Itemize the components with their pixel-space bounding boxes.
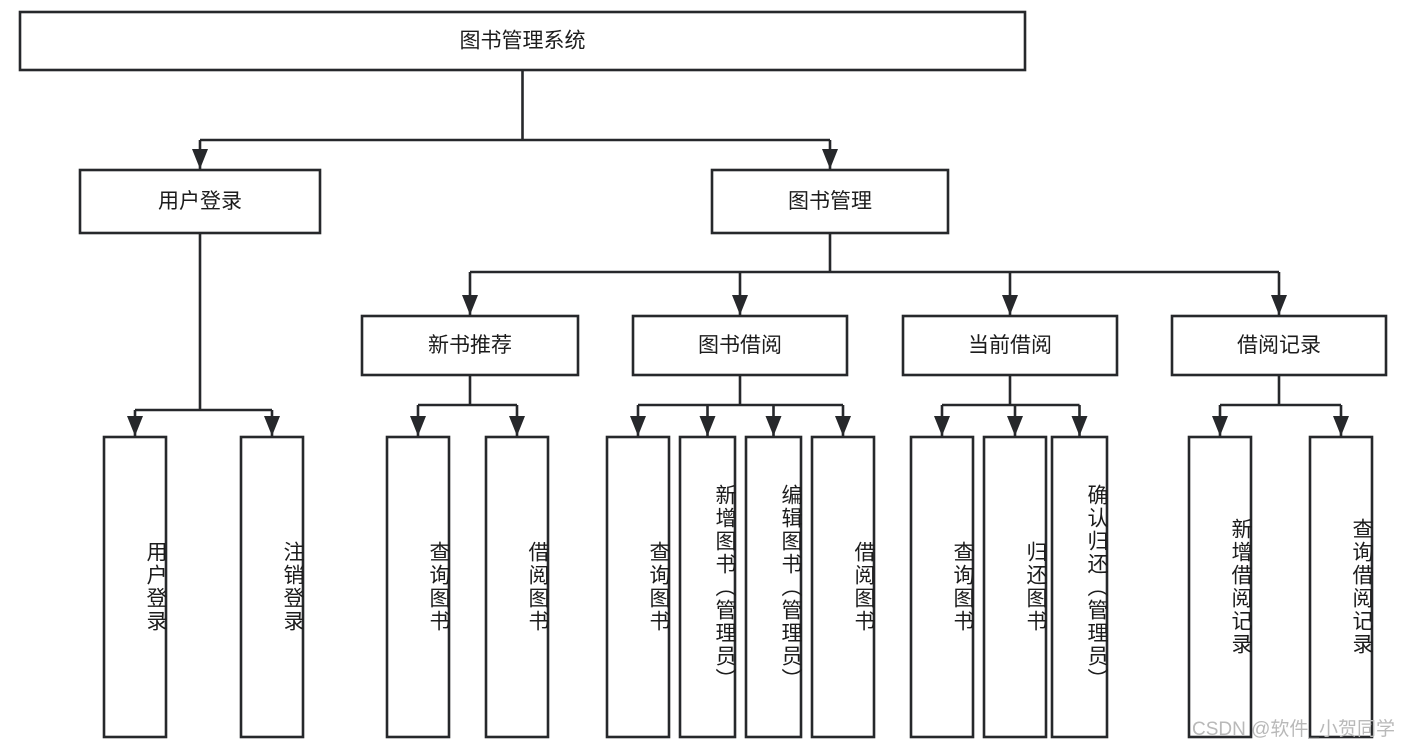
arrow-head-icon <box>264 416 280 436</box>
arrow-head-icon <box>732 295 748 315</box>
node-leaf-cur-return[interactable] <box>982 435 1048 739</box>
node-box <box>484 435 550 739</box>
arrow-head-icon <box>127 416 143 436</box>
arrow-head-icon <box>835 416 851 436</box>
node-new-book-rec[interactable]: 新书推荐 <box>360 314 580 377</box>
node-box <box>18 10 1027 72</box>
arrow-head-icon <box>699 416 716 436</box>
arrow-head-icon <box>1271 295 1287 315</box>
node-box <box>901 314 1119 377</box>
node-book-borrow[interactable]: 图书借阅 <box>631 314 849 377</box>
node-leaf-logout[interactable] <box>239 435 305 739</box>
arrow-head-icon <box>1002 295 1018 315</box>
node-box <box>605 435 671 739</box>
arrow-head-icon <box>1333 416 1349 436</box>
node-box <box>982 435 1048 739</box>
node-box <box>909 435 975 739</box>
node-borrow-record[interactable]: 借阅记录 <box>1170 314 1388 377</box>
node-leaf-user-login[interactable] <box>102 435 168 739</box>
arrow-head-icon <box>410 416 426 436</box>
node-box <box>102 435 168 739</box>
arrow-head-icon <box>765 416 782 436</box>
arrow-head-icon <box>1071 416 1088 436</box>
node-book-manage[interactable]: 图书管理 <box>710 168 950 235</box>
node-box <box>710 168 950 235</box>
node-label: 图书管理系统 <box>460 30 586 53</box>
node-label: 用户登录 <box>158 190 242 213</box>
node-leaf-rec-query[interactable] <box>385 435 451 739</box>
node-current-borrow[interactable]: 当前借阅 <box>901 314 1119 377</box>
node-box <box>385 435 451 739</box>
node-label: 图书管理 <box>788 190 872 213</box>
node-box <box>1170 314 1388 377</box>
arrow-head-icon <box>1007 416 1023 436</box>
node-box <box>678 435 737 739</box>
node-root[interactable]: 图书管理系统 <box>18 10 1027 72</box>
node-user-login[interactable]: 用户登录 <box>78 168 322 235</box>
node-label: 图书借阅 <box>698 334 782 357</box>
node-leaf-rec-borrow[interactable] <box>484 435 550 739</box>
node-box <box>1308 435 1374 739</box>
node-leaf-borrow-borrow[interactable] <box>810 435 876 739</box>
node-label: 借阅记录 <box>1237 334 1321 357</box>
node-box <box>631 314 849 377</box>
node-box <box>744 435 803 739</box>
node-leaf-cur-confirm[interactable] <box>1050 435 1109 739</box>
arrow-head-icon <box>630 416 646 436</box>
node-box <box>78 168 322 235</box>
watermark-text: CSDN @软件_小贺同学 <box>1192 719 1395 740</box>
node-label: 新书推荐 <box>428 334 512 357</box>
arrow-head-icon <box>192 149 208 169</box>
node-box <box>360 314 580 377</box>
node-leaf-cur-query[interactable] <box>909 435 975 739</box>
arrow-head-icon <box>934 416 950 436</box>
node-box <box>239 435 305 739</box>
arrow-head-icon <box>822 149 838 169</box>
node-leaf-borrow-edit[interactable] <box>744 435 803 739</box>
node-leaf-borrow-query[interactable] <box>605 435 671 739</box>
arrow-head-icon <box>1212 416 1228 436</box>
arrow-head-icon <box>462 295 478 315</box>
node-leaf-borrow-add[interactable] <box>678 435 737 739</box>
node-leaf-rec-add[interactable] <box>1187 435 1253 739</box>
node-box <box>1050 435 1109 739</box>
node-label: 当前借阅 <box>968 334 1052 357</box>
node-leaf-rec-query2[interactable] <box>1308 435 1374 739</box>
connector-layer <box>127 70 1349 436</box>
node-box <box>810 435 876 739</box>
node-box <box>1187 435 1253 739</box>
arrow-head-icon <box>509 416 525 436</box>
